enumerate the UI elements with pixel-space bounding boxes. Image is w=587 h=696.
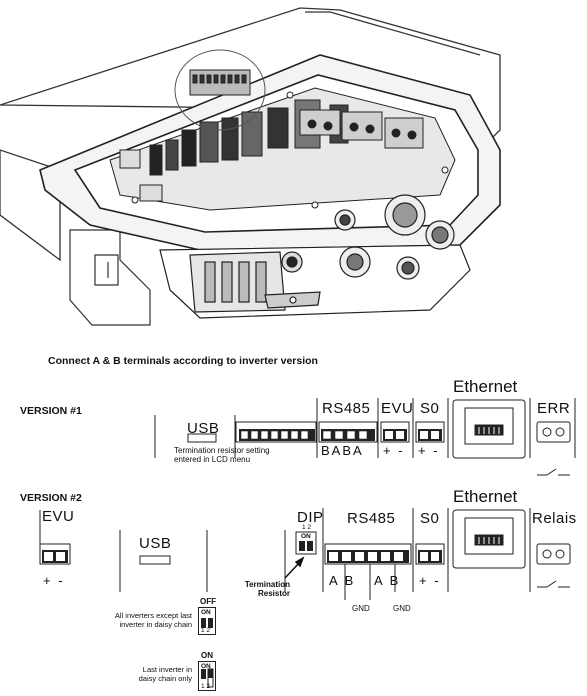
v1-note-line2: entered in LCD menu — [174, 455, 251, 464]
v1-note-line1: Termination resistor setting — [174, 446, 270, 455]
v2-evu-label: EVU — [42, 508, 75, 525]
dip-off-desc-line1: All inverters except last — [114, 611, 192, 620]
dip-off-nums: 1 2 — [201, 627, 211, 634]
termination-arrow — [284, 556, 305, 579]
version1-label: VERSION #1 — [20, 405, 82, 417]
v2-dip-label: DIP — [297, 509, 324, 526]
v1-s0-label: S0 — [420, 400, 440, 417]
connector-panel — [159, 194, 471, 319]
inverter-illustration — [0, 7, 501, 326]
v2-dip-on: ON — [301, 533, 311, 540]
v2-terminal-block-rs485 — [324, 543, 412, 565]
dip-on-desc-line2: daisy chain only — [138, 674, 192, 683]
dip-off-desc-line2: inverter in daisy chain — [119, 620, 192, 629]
version2-label: VERSION #2 — [20, 492, 82, 504]
v2-usb-port — [139, 555, 171, 565]
v2-usb-label: USB — [139, 535, 172, 552]
gnd-label-2: GND — [393, 604, 411, 613]
gnd-label-1: GND — [352, 604, 370, 613]
v2-ethernet-label: Ethernet — [453, 487, 518, 506]
dip-off-on-label: ON — [201, 609, 211, 616]
mounting-bracket — [69, 229, 151, 326]
v2-rs485-label: RS485 — [347, 510, 396, 527]
v1-err-label: ERR — [537, 400, 571, 417]
v1-rs485-pins: BABA — [321, 443, 364, 458]
v2-terminal-block-s0 — [415, 543, 445, 565]
v1-s0-pins: + - — [418, 443, 440, 458]
v2-relais-connector — [536, 543, 571, 565]
v1-terminal-block-rs485-left — [235, 421, 317, 443]
v1-usb-label: USB — [187, 420, 220, 437]
v2-dip-pins: 1 2 — [302, 524, 312, 531]
v2-ethernet-port — [452, 509, 526, 569]
v1-evu-pins: + - — [383, 443, 405, 458]
v2-s0-pins: + - — [419, 573, 441, 588]
v2-relay-symbol — [537, 580, 570, 588]
v1-ethernet-port — [452, 399, 526, 459]
dip-on-nums: 1 2 — [201, 683, 211, 690]
dip-off-state-label: OFF — [200, 597, 216, 606]
v2-s0-label: S0 — [420, 510, 440, 527]
version2-diagram — [39, 508, 571, 600]
dip-on-state-label: ON — [201, 651, 213, 660]
version1-diagram — [154, 398, 576, 476]
v1-terminal-block-s0 — [415, 421, 445, 443]
v1-err-connector — [536, 421, 571, 443]
v2-evu-pins: + - — [43, 573, 65, 588]
v1-terminal-block-rs485 — [318, 421, 378, 443]
caption: Connect A & B terminals according to inv… — [48, 355, 318, 367]
v1-terminal-block-evu — [380, 421, 410, 443]
dip-on-switch — [198, 661, 216, 691]
v1-usb-port — [187, 433, 217, 443]
v1-relay-symbol — [537, 468, 570, 476]
termination-label-line2: Resistor — [257, 589, 290, 598]
v1-rs485-label: RS485 — [322, 400, 371, 417]
v2-rs485-pins-a: A B — [329, 573, 356, 588]
dip-off-switch — [198, 607, 216, 635]
v2-relais-label: Relais — [532, 510, 577, 527]
dip-on-desc-line1: Last inverter in — [142, 665, 192, 674]
dip-on-on-label: ON — [201, 663, 211, 670]
v2-dip-switch — [295, 531, 317, 555]
termination-label-line1: Termination — [244, 580, 290, 589]
v2-rs485-pins-b: A B — [374, 573, 401, 588]
pcb-board — [109, 49, 456, 211]
v1-ethernet-label: Ethernet — [453, 377, 518, 396]
v2-terminal-block-evu — [39, 543, 71, 565]
v1-evu-label: EVU — [381, 400, 414, 417]
